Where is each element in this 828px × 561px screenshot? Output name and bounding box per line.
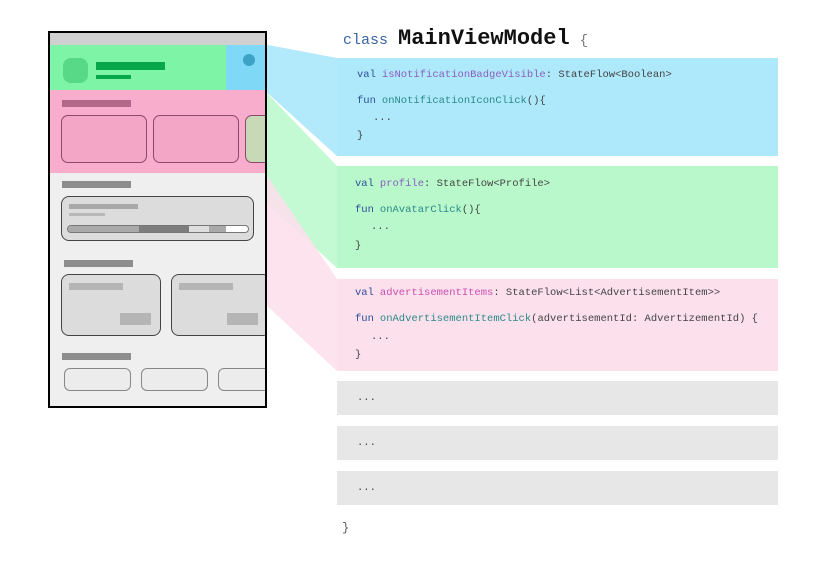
ellipsis: ... xyxy=(357,482,376,494)
property-type: : StateFlow<Boolean> xyxy=(545,69,672,81)
chip[interactable] xyxy=(141,368,208,391)
property-name: profile xyxy=(379,178,425,190)
fun-keyword: fun xyxy=(355,313,374,325)
function-name: onAvatarClick xyxy=(379,204,462,216)
property-type: : StateFlow<List<AdvertisementItem>> xyxy=(493,287,721,299)
function-close: } xyxy=(355,240,362,252)
other-code-block: ... xyxy=(337,426,778,460)
other-code-block: ... xyxy=(337,381,778,415)
avatar[interactable] xyxy=(63,58,88,83)
val-keyword: val xyxy=(355,287,374,299)
progress-card[interactable] xyxy=(61,196,254,241)
function-line: fun onAvatarClick(){ xyxy=(355,204,481,216)
progress-segment xyxy=(68,226,139,232)
chip[interactable] xyxy=(64,368,131,391)
content-card-button[interactable] xyxy=(227,313,258,325)
status-bar xyxy=(50,33,265,45)
profile-name-bar xyxy=(96,62,165,70)
function-signature: (){ xyxy=(461,204,481,216)
function-close: } xyxy=(357,130,364,142)
val-keyword: val xyxy=(357,69,376,81)
property-type: : StateFlow<Profile> xyxy=(424,178,551,190)
function-body: ... xyxy=(371,221,390,233)
function-close: } xyxy=(355,349,362,361)
function-line: fun onNotificationIconClick(){ xyxy=(357,95,546,107)
function-body: ... xyxy=(373,112,392,124)
property-name: advertisementItems xyxy=(379,287,494,299)
function-line: fun onAdvertisementItemClick(advertisemen… xyxy=(355,313,758,325)
ellipsis: ... xyxy=(357,392,376,404)
ellipsis: ... xyxy=(357,437,376,449)
function-name: onAdvertisementItemClick xyxy=(379,313,532,325)
content-card-title-bar xyxy=(179,283,233,290)
section-title-bar xyxy=(62,353,131,360)
class-declaration: class MainViewModel { xyxy=(343,26,588,52)
profile-code-block: val profile: StateFlow<Profile> fun onAvat… xyxy=(337,166,778,268)
notification-connector xyxy=(263,44,337,156)
progress-segment xyxy=(139,226,189,232)
progress-segment xyxy=(209,226,226,232)
notification-area[interactable] xyxy=(226,45,265,90)
section-title-bar xyxy=(64,260,133,267)
content-card-button[interactable] xyxy=(120,313,151,325)
phone-mockup xyxy=(48,31,267,408)
advertisement-item[interactable] xyxy=(61,115,147,163)
notification-code-block: val isNotificationBadgeVisible: StateFlow… xyxy=(337,58,778,156)
advertisement-item[interactable] xyxy=(153,115,239,163)
class-keyword: class xyxy=(343,32,389,49)
property-line: val profile: StateFlow<Profile> xyxy=(355,178,550,190)
profile-subtitle-bar xyxy=(96,75,131,79)
property-line: val advertisementItems: StateFlow<List<Ad… xyxy=(355,287,720,299)
progress-bar xyxy=(67,225,249,233)
content-card[interactable] xyxy=(61,274,161,336)
other-code-block: ... xyxy=(337,471,778,505)
function-signature: (advertisementId: AdvertizementId) { xyxy=(531,313,758,325)
advertisement-title-bar xyxy=(62,100,131,107)
open-brace: { xyxy=(579,33,589,49)
notification-icon[interactable] xyxy=(243,54,255,66)
section-title-bar xyxy=(62,181,131,188)
progress-segment xyxy=(189,226,209,232)
progress-card-title-bar xyxy=(69,204,138,209)
advertisement-code-block: val advertisementItems: StateFlow<List<Ad… xyxy=(337,279,778,371)
fun-keyword: fun xyxy=(355,204,374,216)
content-card-title-bar xyxy=(69,283,123,290)
class-name: MainViewModel xyxy=(398,26,570,51)
progress-card-subtitle-bar xyxy=(69,213,105,216)
advertisement-item[interactable] xyxy=(245,115,265,163)
chip[interactable] xyxy=(218,368,265,391)
property-name: isNotificationBadgeVisible xyxy=(381,69,546,81)
fun-keyword: fun xyxy=(357,95,376,107)
property-line: val isNotificationBadgeVisible: StateFlow… xyxy=(357,69,672,81)
val-keyword: val xyxy=(355,178,374,190)
close-brace: } xyxy=(342,521,350,535)
function-name: onNotificationIconClick xyxy=(381,95,527,107)
function-body: ... xyxy=(371,331,390,343)
function-signature: (){ xyxy=(526,95,546,107)
